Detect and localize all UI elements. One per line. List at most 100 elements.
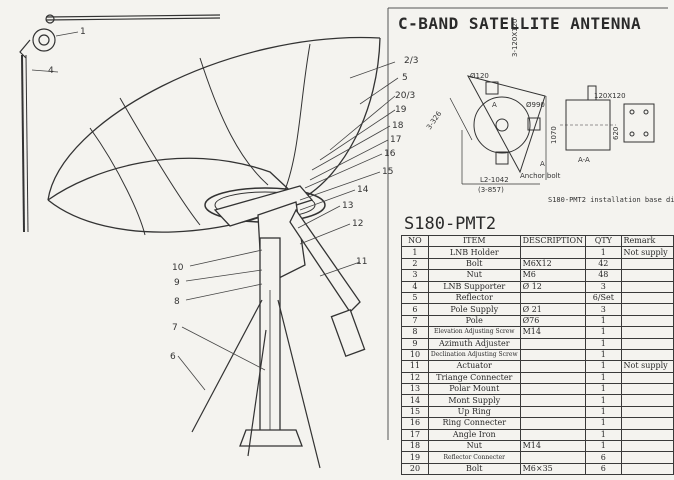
- callout-15: 15: [382, 167, 393, 177]
- cell-remark: [620, 326, 674, 339]
- cell-no: 3: [401, 269, 429, 282]
- cell-desc: Ø 12: [519, 280, 587, 293]
- cell-desc: [519, 405, 587, 419]
- pole-supports: [191, 299, 321, 469]
- cell-no: 20: [401, 462, 429, 476]
- cell-no: 11: [401, 360, 429, 373]
- cell-no: 2: [401, 257, 429, 271]
- dim-small-w: 120X120: [594, 92, 626, 100]
- callout-14: 14: [357, 185, 369, 195]
- callout-5: 5: [402, 73, 408, 83]
- cell-remark: [620, 383, 674, 396]
- callout-19: 19: [395, 105, 407, 115]
- cell-item: Bolt: [427, 462, 521, 476]
- cell-qty: 1: [585, 405, 622, 419]
- cell-no: 16: [401, 417, 429, 430]
- cell-item: Triange Connecter: [427, 371, 521, 385]
- cell-qty: 1: [585, 383, 622, 396]
- cell-desc: M6: [519, 269, 587, 282]
- cell-qty: 1: [585, 337, 622, 350]
- cell-no: 4: [401, 280, 429, 293]
- cell-desc: M6×35: [519, 462, 587, 476]
- cell-desc: M14: [519, 326, 587, 339]
- cell-no: 19: [401, 451, 429, 464]
- callout-6: 6: [170, 352, 176, 362]
- cell-remark: [620, 371, 674, 385]
- cell-desc: [519, 348, 587, 362]
- cell-qty: 1: [585, 360, 622, 373]
- callout-17: 17: [390, 135, 401, 145]
- header-remark: Remark: [620, 234, 674, 248]
- cell-desc: [519, 428, 587, 442]
- cell-qty: 1: [585, 326, 622, 339]
- cell-desc: [519, 291, 587, 305]
- callout-18: 18: [392, 121, 404, 131]
- header-description: DESCRIPTION: [519, 234, 587, 248]
- cell-remark: [620, 440, 674, 453]
- cell-item: Pole: [427, 314, 521, 328]
- cell-remark: [620, 337, 674, 350]
- callout-8: 8: [174, 297, 180, 307]
- cell-no: 8: [401, 326, 429, 339]
- cell-item: Pole Supply: [427, 303, 521, 316]
- cell-qty: 1: [585, 440, 622, 453]
- cell-no: 10: [401, 348, 429, 362]
- callout-13: 13: [342, 201, 353, 211]
- callout-16: 16: [384, 149, 396, 159]
- cell-item: Bolt: [427, 257, 521, 271]
- header-item: ITEM: [427, 234, 521, 248]
- model-number: S180-PMT2: [404, 214, 497, 234]
- cell-qty: 1: [585, 348, 622, 362]
- anchor-bolt-label: Anchor bolt: [520, 172, 561, 180]
- callout-10: 10: [172, 263, 184, 273]
- base-diagram-caption: S180-PMT2 installation base diagram: [548, 196, 674, 204]
- lnb-rod: [19, 14, 221, 233]
- base-diagram: [449, 75, 655, 185]
- cell-qty: 1: [585, 371, 622, 385]
- cell-item: Reflector: [427, 291, 521, 305]
- section-label: A-A: [578, 156, 590, 164]
- cell-item: Nut: [427, 269, 521, 282]
- marker-a-bottom: A: [540, 160, 545, 168]
- cell-qty: 6: [585, 462, 622, 476]
- cell-no: 5: [401, 291, 429, 305]
- cell-item: Reflector Connecter: [427, 451, 521, 464]
- cell-item: Polar Mount: [427, 383, 521, 396]
- cell-no: 6: [401, 303, 429, 316]
- cell-qty: 1: [585, 428, 622, 442]
- cell-item: LNB Holder: [427, 246, 521, 259]
- cell-remark: [620, 405, 674, 419]
- callout-12: 12: [352, 219, 363, 229]
- cell-remark: [620, 394, 674, 407]
- cell-qty: 1: [585, 417, 622, 430]
- cell-qty: 42: [585, 257, 622, 271]
- header-no: NO: [401, 234, 429, 248]
- cell-no: 9: [401, 337, 429, 350]
- parts-table-header: NO ITEM DESCRIPTION QTY Remark: [401, 234, 674, 248]
- cell-qty: 1: [585, 394, 622, 407]
- mount-assembly: [213, 185, 366, 447]
- cell-item: Nut: [427, 440, 521, 453]
- cell-desc: Ø76: [519, 314, 587, 328]
- cell-item: Ring Connecter: [427, 417, 521, 430]
- dim-hole: Ø120: [470, 72, 489, 80]
- callout-2-3: 2/3: [404, 56, 418, 66]
- cell-remark: [620, 291, 674, 305]
